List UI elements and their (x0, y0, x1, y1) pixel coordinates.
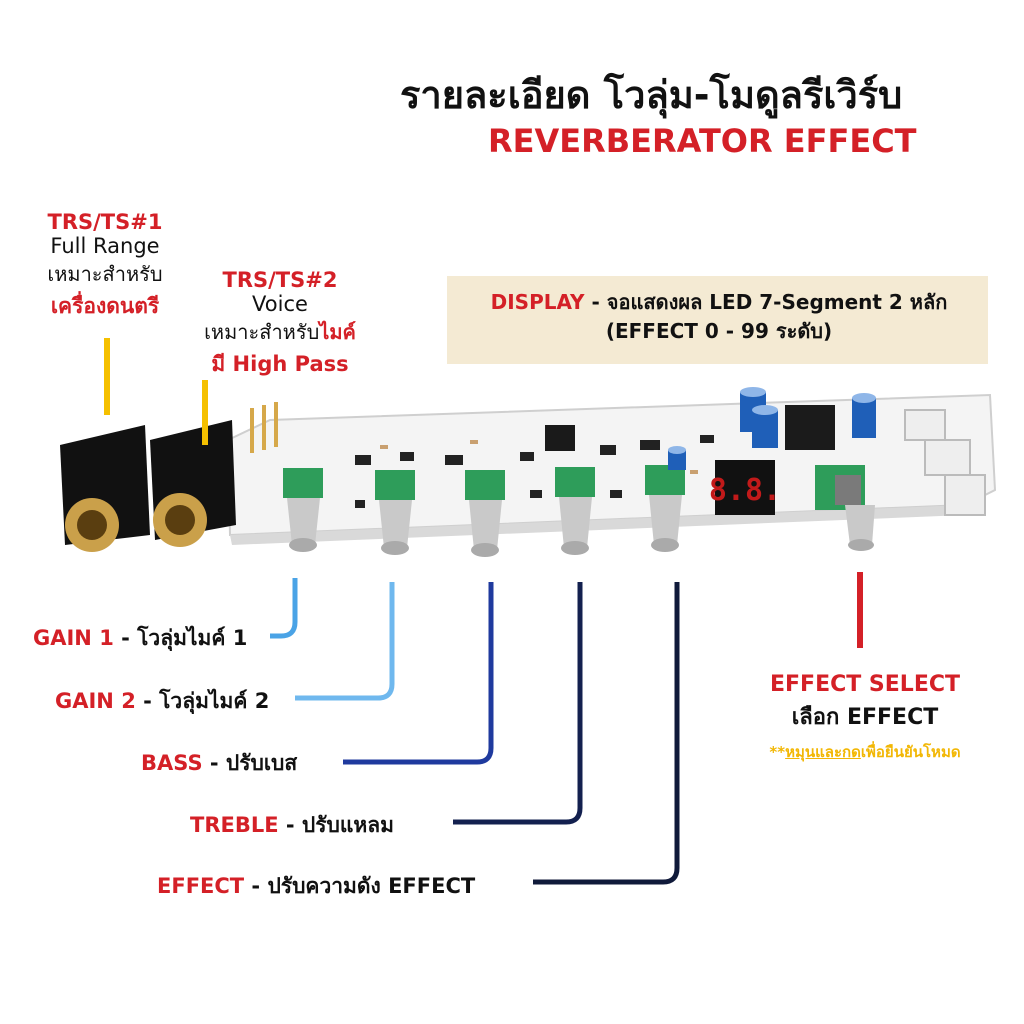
display-info-line1: DISPLAY - จอแสดงผล LED 7-Segment 2 หลัก (455, 286, 983, 318)
header-pins (250, 402, 278, 453)
label-effect: EFFECT - ปรับความดัง EFFECT (157, 870, 475, 903)
effect-desc: - ปรับความดัง EFFECT (244, 874, 476, 898)
reverb-module-board: 8.8. (60, 387, 997, 557)
inductor (785, 405, 835, 450)
led-digits: 8.8. (709, 473, 781, 508)
gain-1-key: GAIN 1 (33, 626, 114, 650)
jack-2 (150, 420, 236, 547)
effect-select-note: **หมุนและกดเพื่อยืนยันโหมด (720, 740, 1010, 764)
input-2-line3b: ไมค์ (319, 320, 356, 344)
leader-bass (343, 582, 494, 765)
pot-treble (555, 467, 595, 555)
side-connectors (904, 409, 986, 516)
jack-1 (60, 425, 150, 552)
page-title: รายละเอียด โวลุ่ม-โมดูลรีเวิร์บ (400, 73, 903, 117)
effect-select-line2: เลือก EFFECT (791, 705, 939, 730)
treble-key: TREBLE (190, 813, 279, 837)
led-7segment-display: 8.8. (709, 460, 781, 515)
gain-1-desc: - โวลุ่มไมค์ 1 (113, 626, 248, 650)
treble-desc: - ปรับแหลม (278, 813, 394, 837)
input-2-line3: เหมาะสำหรับไมค์ (180, 316, 380, 348)
display-info-line2: (EFFECT 0 - 99 ระดับ) (605, 319, 833, 343)
capacitors (668, 387, 876, 470)
leader-gain-1 (270, 578, 298, 639)
gain-2-desc: - โวลุ่มไมค์ 2 (135, 689, 270, 713)
rotary-encoder (815, 465, 875, 551)
label-gain-2: GAIN 2 - โวลุ่มไมค์ 2 (55, 685, 269, 718)
gain-2-key: GAIN 2 (55, 689, 136, 713)
leader-effect (533, 582, 680, 885)
input-2-line2: Voice (252, 292, 308, 316)
input-1-name: TRS/TS#1 (47, 210, 163, 234)
display-info-box (447, 276, 988, 364)
input-2-line3a: เหมาะสำหรับ (204, 320, 320, 344)
input-1-line3: เหมาะสำหรับ (47, 262, 163, 286)
effect-select-key: EFFECT SELECT (770, 672, 960, 697)
input-2-label: TRS/TS#2 Voice เหมาะสำหรับไมค์ มี High P… (180, 268, 380, 381)
label-gain-1: GAIN 1 - โวลุ่มไมค์ 1 (33, 622, 247, 655)
note-prefix: ** (769, 743, 786, 761)
display-label: DISPLAY (490, 290, 585, 314)
note-rest: เพื่อยืนยันโหมด (860, 743, 961, 761)
label-treble: TREBLE - ปรับแหลม (190, 809, 394, 842)
pot-effect (645, 465, 685, 552)
effect-key: EFFECT (157, 874, 245, 898)
display-desc: - จอแสดงผล LED 7-Segment 2 หลัก (584, 290, 948, 314)
input-2-line4: มี High Pass (211, 352, 349, 376)
bass-key: BASS (141, 751, 203, 775)
label-effect-select: EFFECT SELECT เลือก EFFECT **หมุนและกดเพ… (720, 672, 1010, 764)
ic-chip (545, 425, 575, 451)
pot-bass (465, 470, 505, 557)
pot-gain-1 (283, 468, 323, 552)
input-1-label: TRS/TS#1 Full Range เหมาะสำหรับ เครื่องด… (20, 210, 190, 323)
input-1-line2: Full Range (50, 234, 160, 258)
bass-desc: - ปรับเบส (202, 751, 298, 775)
input-2-name: TRS/TS#2 (222, 268, 338, 292)
leader-treble (453, 582, 583, 825)
input-1-line4: เครื่องดนตรี (50, 294, 160, 318)
label-bass: BASS - ปรับเบส (141, 747, 297, 780)
smd-components (355, 435, 714, 508)
page-subtitle: REVERBERATOR EFFECT (488, 122, 917, 160)
note-underlined: หมุนและกด (785, 743, 861, 761)
leader-gain-2 (295, 582, 395, 701)
pot-gain-2 (375, 470, 415, 555)
